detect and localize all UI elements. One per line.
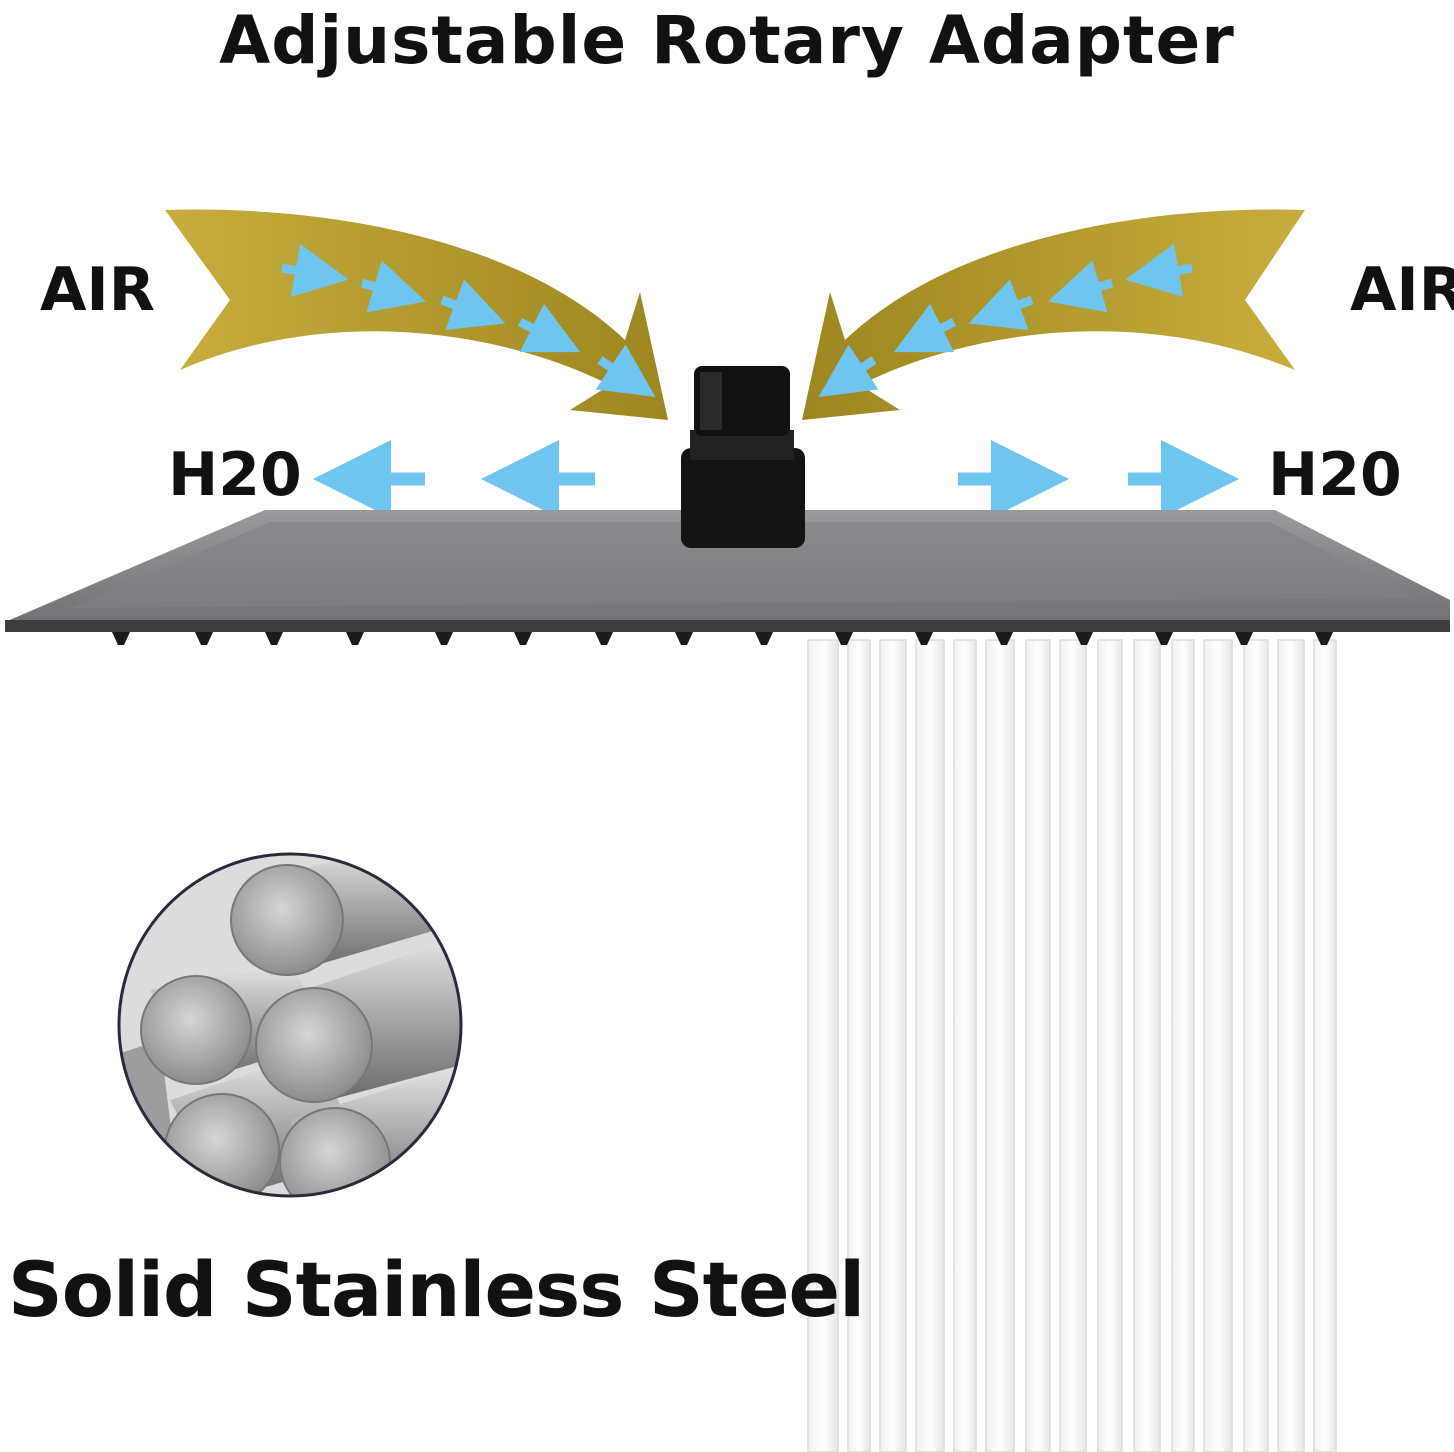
page-title: Adjustable Rotary Adapter — [219, 2, 1235, 79]
blue-flow-arrow-icon — [281, 243, 656, 397]
water-streams — [807, 639, 1337, 1452]
air-label-left: AIR — [40, 255, 155, 325]
material-caption: Solid Stainless Steel — [8, 1245, 865, 1334]
gold-air-arrow-icon — [802, 209, 1305, 420]
gold-air-arrow-icon — [165, 209, 668, 420]
h2o-label-left: H20 — [168, 440, 302, 510]
steel-rods-icon — [117, 852, 463, 1198]
shower-head-icon — [5, 366, 1450, 645]
air-label-right: AIR — [1350, 255, 1454, 325]
rotary-adapter-fitting — [681, 366, 805, 548]
h2o-label-right: H20 — [1268, 440, 1402, 510]
blue-flow-arrow-icon — [818, 243, 1193, 397]
